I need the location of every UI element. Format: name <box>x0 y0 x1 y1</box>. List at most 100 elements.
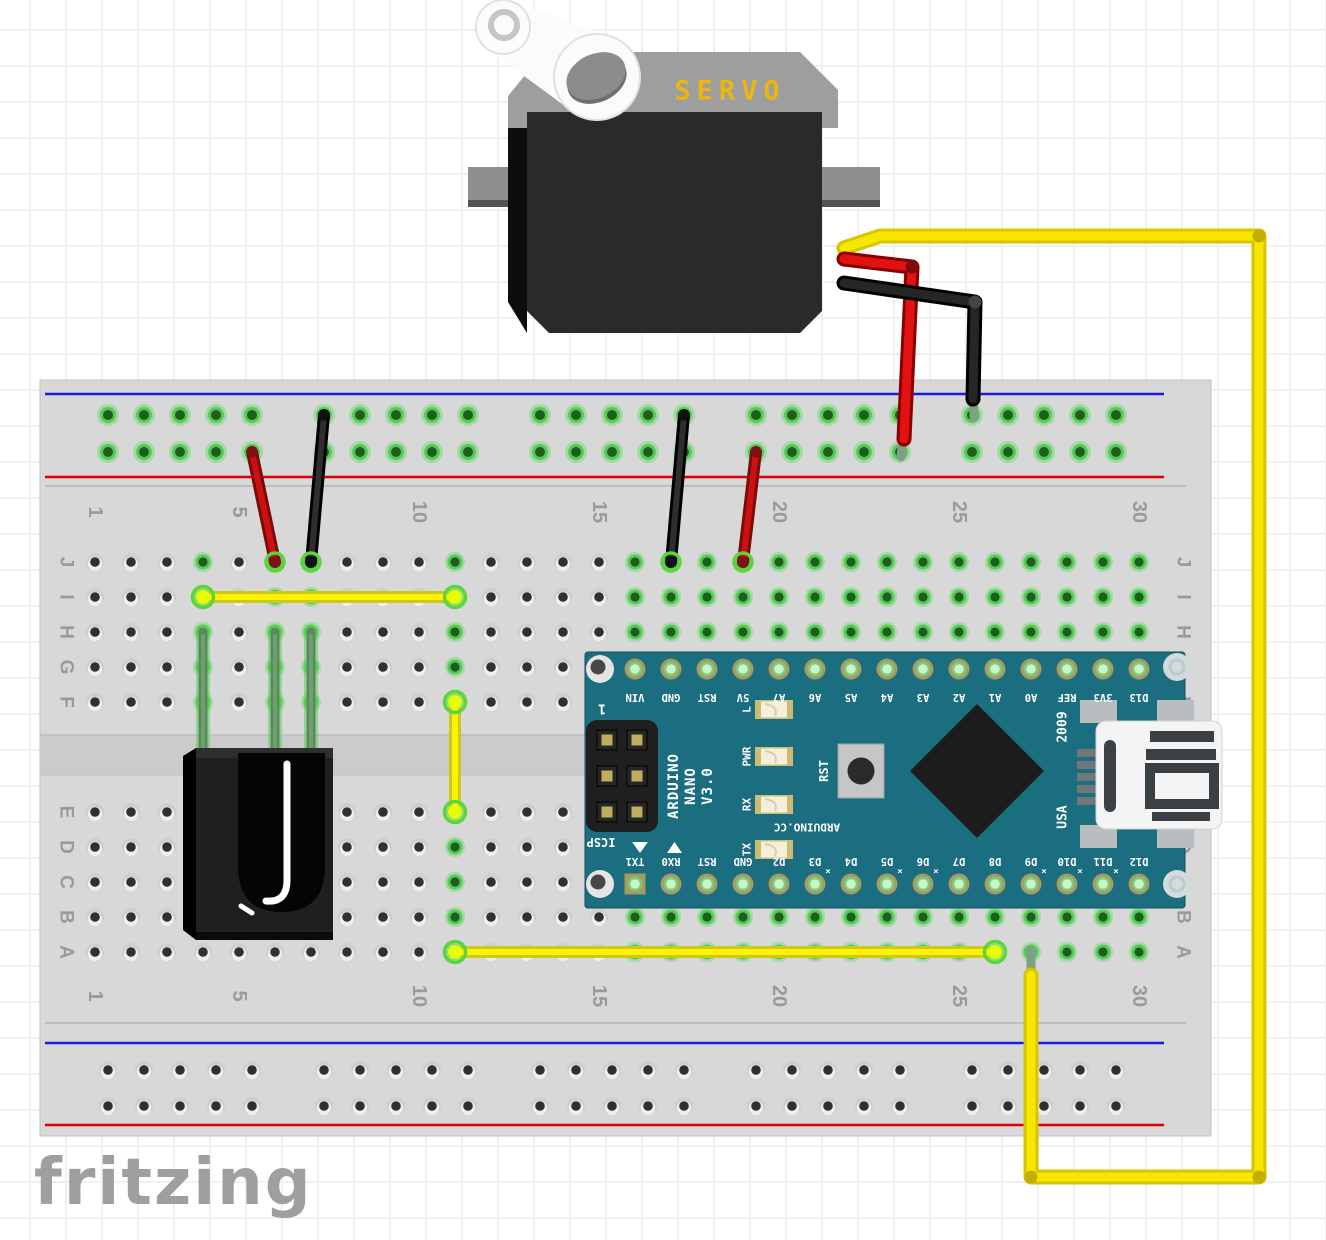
row-letter: B <box>56 910 77 924</box>
pin-label-bottom: D12 <box>1130 855 1149 867</box>
usa-label: USA <box>1056 805 1071 829</box>
pin-label-top: 5V <box>736 691 749 703</box>
fritzing-watermark: fritzing <box>34 1146 313 1220</box>
servo-horn[interactable] <box>475 0 641 121</box>
year-label: 2009 <box>1056 711 1071 742</box>
pin-label-top: GND <box>662 691 681 703</box>
pin-label-top: A6 <box>809 691 822 703</box>
wires[interactable] <box>190 228 1267 1185</box>
usb-contacts <box>1077 749 1098 805</box>
servo-tab-right <box>822 167 880 200</box>
servo-tab-left <box>468 167 510 200</box>
ir-dome-reflection <box>262 760 291 905</box>
led-label: L <box>741 706 754 713</box>
rail-red-jumper-left[interactable] <box>246 446 286 573</box>
pin-label-top: A1 <box>989 691 1002 703</box>
led-group: L PWR RX TX <box>741 700 793 859</box>
pin-label-top: 3V3 <box>1094 691 1113 703</box>
row-letter: A <box>56 945 77 959</box>
column-number: 30 <box>1128 985 1150 1007</box>
yellow-jumper-f-e[interactable] <box>442 689 468 825</box>
pin-label-bottom: RX0 <box>662 855 681 867</box>
pwm-star: × <box>933 867 938 877</box>
svg-text:V3.0: V3.0 <box>700 767 716 805</box>
yellow-jumper-row-a[interactable] <box>442 939 1008 965</box>
row-letter: J <box>1173 557 1194 568</box>
pin-label-top: VIN <box>626 691 645 703</box>
pwm-star: × <box>897 867 902 877</box>
row-letter: B <box>1173 910 1194 924</box>
pin-label-top: REF <box>1058 691 1077 703</box>
column-number: 20 <box>768 985 790 1007</box>
arduino-silk-title: ARDUINO NANO V3.0 <box>666 753 716 819</box>
pin-label-bottom: D9 <box>1025 855 1038 867</box>
row-letter: G <box>56 660 77 675</box>
led-label: PWR <box>741 746 754 766</box>
mount-hole-icon <box>1163 870 1191 898</box>
arduino-cc-label: ARDUINO.CC <box>774 821 840 834</box>
rx-arrow-icon <box>667 842 682 853</box>
pin-label-top: A4 <box>881 691 894 703</box>
pin-label-bottom: GND <box>734 855 753 867</box>
column-number: 25 <box>948 985 970 1007</box>
pwm-star: × <box>825 867 830 877</box>
column-number: 30 <box>1128 501 1150 523</box>
svg-text:ARDUINO: ARDUINO <box>666 753 682 819</box>
pin-label-bottom: TX1 <box>626 855 645 867</box>
servo-label: SERVO <box>674 76 785 107</box>
led-label: RX <box>741 798 754 812</box>
ir-dome <box>238 753 325 912</box>
pin-label-bottom: D11 <box>1094 855 1113 867</box>
tx-arrow-icon <box>632 842 648 853</box>
servo-signal-yellow[interactable] <box>836 228 1267 1185</box>
row-letter: F <box>56 696 77 708</box>
pwm-star: × <box>1077 867 1082 877</box>
rail-black-jumper-left[interactable] <box>300 409 330 573</box>
pin1-marker: 1 <box>598 701 606 716</box>
column-number: 25 <box>948 501 970 523</box>
column-number: 15 <box>588 501 610 523</box>
ir-receiver-sensor[interactable] <box>183 625 333 940</box>
breadboard-holes <box>86 404 1149 1115</box>
row-letter: I <box>1173 594 1194 599</box>
pwm-star: × <box>1113 867 1118 877</box>
servo-ground-black[interactable] <box>836 275 983 422</box>
mcu-chip <box>910 704 1044 838</box>
servo-motor[interactable]: SERVO <box>468 0 880 333</box>
row-letter: H <box>1173 625 1194 639</box>
pin-label-top: A3 <box>917 691 930 703</box>
row-letter: J <box>56 557 77 568</box>
pin-label-bottom: D6 <box>917 855 930 867</box>
row-letter: D <box>56 840 77 854</box>
pin-label-bottom: D8 <box>989 855 1002 867</box>
rail-black-jumper-mid[interactable] <box>660 409 690 573</box>
column-number: 5 <box>228 506 250 517</box>
reset-button[interactable] <box>837 743 885 799</box>
row-letter: C <box>56 875 77 889</box>
row-letter: A <box>1173 945 1194 959</box>
column-number: 5 <box>228 990 250 1001</box>
servo-power-red[interactable] <box>836 251 920 462</box>
rail-red-jumper-mid[interactable] <box>732 446 762 573</box>
icsp-header: 1 ICSP <box>586 701 658 849</box>
pin-label-top: A0 <box>1025 691 1038 703</box>
mount-hole-icon <box>1163 653 1191 681</box>
pin-label-bottom: D4 <box>845 855 858 867</box>
column-number: 1 <box>84 506 106 517</box>
row-letter: E <box>56 806 77 819</box>
pin-label-top: D13 <box>1130 691 1149 703</box>
pin-label-bottom: D3 <box>809 855 822 867</box>
row-letter: I <box>56 594 77 599</box>
column-number: 20 <box>768 501 790 523</box>
column-number: 15 <box>588 985 610 1007</box>
yellow-jumper-row-i[interactable] <box>190 584 468 610</box>
led-label: TX <box>741 843 754 857</box>
servo-body <box>527 112 822 333</box>
pin-label-bottom: D2 <box>773 855 786 867</box>
column-number: 10 <box>408 985 430 1007</box>
breadboard-labels: 115510101515202025253030JJIIHHGGFFEEDDCC… <box>56 501 1194 1007</box>
